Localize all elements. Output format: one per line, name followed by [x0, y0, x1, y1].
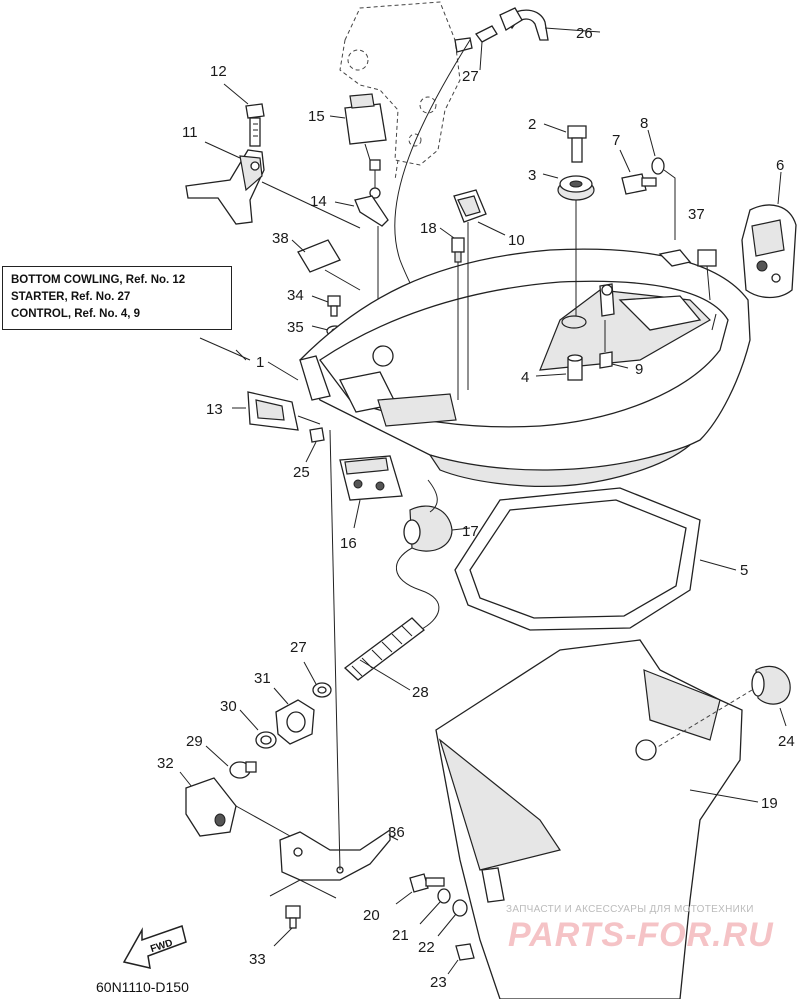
part-12-bolt	[223, 83, 265, 147]
part-16-grommet	[339, 455, 403, 529]
callout-14: 14	[310, 193, 327, 210]
callout-27-top: 27	[462, 68, 479, 85]
callout-19: 19	[761, 795, 778, 812]
part-24-grommet	[655, 665, 791, 749]
part-15-screw	[369, 159, 381, 199]
part-38-label	[291, 239, 361, 291]
fwd-arrow-icon: FWD	[122, 925, 187, 969]
part-20-bolt	[395, 873, 445, 905]
reference-line-control: CONTROL, Ref. No. 4, 9	[11, 308, 141, 320]
part-3-grommet	[542, 173, 595, 329]
part-35-screw	[311, 295, 341, 317]
reference-line-bottom-cowling: BOTTOM COWLING, Ref. No. 12	[11, 274, 186, 286]
callout-37: 37	[688, 206, 705, 223]
callout-21: 21	[392, 927, 409, 944]
callout-10: 10	[508, 232, 525, 249]
part-32-holder	[179, 771, 291, 837]
callout-32: 32	[157, 755, 174, 772]
callout-12: 12	[210, 63, 227, 80]
callout-24: 24	[778, 733, 795, 750]
callout-26: 26	[576, 25, 593, 42]
part-2-bolt	[543, 123, 587, 163]
callout-23: 23	[430, 974, 447, 991]
part-37-label	[697, 249, 717, 331]
callout-9: 9	[635, 361, 643, 378]
part-26-hose	[499, 7, 601, 41]
callout-18: 18	[420, 220, 437, 237]
watermark-logo: PARTS-FOR.RU	[508, 916, 774, 954]
part-29-screw	[205, 745, 257, 779]
callout-30: 30	[220, 698, 237, 715]
part-28-cable	[343, 617, 425, 691]
part-27-clip-top	[454, 25, 498, 71]
reference-line-starter: STARTER, Ref. No. 27	[11, 291, 131, 303]
callout-7: 7	[612, 132, 620, 149]
callout-1: 1	[256, 354, 264, 371]
callout-5: 5	[740, 562, 748, 579]
part-30-washer	[239, 709, 277, 749]
part-31-nut	[273, 687, 315, 745]
callout-16: 16	[340, 535, 357, 552]
part-18-plug	[439, 227, 465, 400]
part-19-lower-cowling	[435, 639, 759, 999]
part-23-nut	[447, 943, 475, 975]
callout-25: 25	[293, 464, 310, 481]
diagram-code: 60N1110-D150	[96, 979, 189, 995]
part-10-grommet	[453, 189, 506, 390]
part-15-bracket	[329, 93, 387, 161]
reference-note-box: BOTTOM COWLING, Ref. No. 12 STARTER, Ref…	[2, 266, 232, 330]
part-22-washer	[437, 899, 468, 937]
engine-bracket-phantom	[339, 1, 461, 181]
callout-8: 8	[640, 115, 648, 132]
part-6-side-cover	[741, 171, 797, 299]
callout-2: 2	[528, 116, 536, 133]
callout-20: 20	[363, 907, 380, 924]
callout-35: 34	[287, 287, 304, 304]
part-4-collar	[535, 354, 583, 381]
callout-3: 3	[528, 167, 536, 184]
callout-36: 35	[287, 319, 304, 336]
watermark-tagline: ЗАПЧАСТИ И АКСЕССУАРЫ ДЛЯ МОТОТЕХНИКИ	[506, 904, 754, 915]
part-27-clip-lower	[303, 661, 332, 698]
callout-17: 17	[462, 523, 479, 540]
part-7-bolt	[619, 149, 657, 195]
callout-4: 4	[521, 369, 529, 386]
part-11-cowling-bracket	[185, 141, 361, 229]
part-9-screw	[599, 320, 629, 369]
part-13-grommet	[232, 391, 321, 431]
callout-34: 36	[388, 824, 405, 841]
part-33-screw	[269, 879, 337, 947]
callout-27-lower: 27	[290, 639, 307, 656]
part-21-washer	[419, 888, 451, 925]
callout-29: 29	[186, 733, 203, 750]
callout-6: 6	[776, 157, 784, 174]
part-34-bracket	[279, 429, 399, 881]
callout-11: 11	[182, 124, 198, 141]
callout-28: 28	[412, 684, 429, 701]
part-1-bottom-cowling	[199, 248, 751, 487]
callout-31: 31	[254, 670, 271, 687]
callout-15: 15	[308, 108, 325, 125]
callout-22: 22	[418, 939, 435, 956]
callout-33: 33	[249, 951, 266, 968]
part-8-washer	[647, 129, 676, 240]
part-25-label	[305, 427, 325, 463]
callout-38: 38	[272, 230, 289, 247]
callout-13: 13	[206, 401, 223, 418]
part-5-seal	[454, 487, 737, 631]
part-17-grommet	[403, 479, 471, 552]
